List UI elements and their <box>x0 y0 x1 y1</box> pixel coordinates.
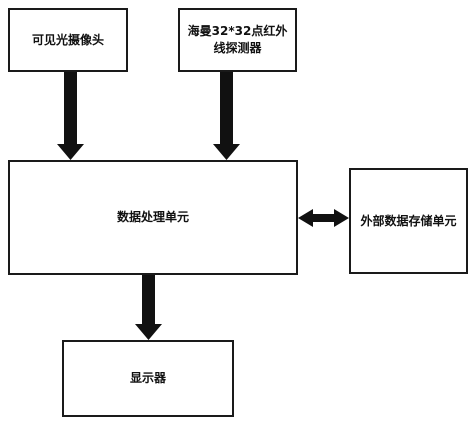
arrow-processor-storage-bidirectional <box>298 209 349 227</box>
display-box: 显示器 <box>62 340 234 417</box>
visible-light-camera-box: 可见光摄像头 <box>8 8 128 72</box>
arrow-camera-to-processor <box>57 72 84 160</box>
visible-light-camera-label: 可见光摄像头 <box>31 32 104 47</box>
external-storage-unit-label: 外部数据存储单元 <box>360 213 457 228</box>
arrow-ir-to-processor <box>213 72 240 160</box>
arrow-processor-to-display <box>135 275 162 340</box>
data-processing-unit-box: 数据处理单元 <box>8 160 298 275</box>
display-label: 显示器 <box>129 371 166 385</box>
infrared-detector-label: 海曼32*32点红外线探测器 <box>187 24 288 55</box>
data-processing-unit-label: 数据处理单元 <box>116 210 189 224</box>
infrared-detector-box: 海曼32*32点红外线探测器 <box>178 8 297 72</box>
external-storage-unit-box: 外部数据存储单元 <box>349 168 468 274</box>
